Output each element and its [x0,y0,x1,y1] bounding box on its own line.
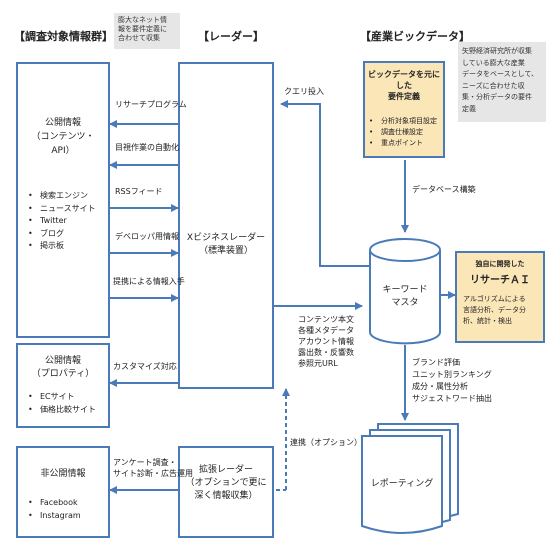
label-query: クエリ投入 [284,87,324,96]
content-label-line: コンテンツ本文 [298,315,354,324]
list-item: 重点ポイント [369,138,443,149]
list-item: 掲示板 [28,240,108,253]
top-note: 膨大なネット情 報を要件定義に 合わせて収集 [114,13,180,49]
right-note-line: 矢野経済研究所が収集 [462,47,532,55]
keyword-master-label: キーワード マスタ [370,284,440,310]
survey-line: アンケート調査・ [113,458,177,467]
public-content-list: 検索エンジン ニュースサイト Twitter ブログ 掲示板 [28,190,108,253]
requirements-list: 分析対象項目設定 調査仕様設定 重点ポイント [369,116,443,149]
right-note-line: データをベースとして、 [462,70,539,78]
right-note-line: している膨大な産業 [462,58,525,67]
public-property-title: 公開情報 [44,356,81,366]
private-info-list: Facebook Instagram [28,497,108,522]
public-content-box: 公開情報 （コンテンツ・ API） 検索エンジン ニュースサイト Twitter… [16,62,110,338]
list-item: 価格比較サイト [28,404,108,417]
radar-label: （標準装置） [198,246,253,256]
content-label-line: 露出数・反響数 [298,348,354,357]
private-info-box: 非公開情報 Facebook Instagram [16,446,110,538]
requirements-title: 要件定義 [388,92,420,101]
header-radar: 【レーダー】 [198,30,264,43]
header-industry-bigdata: 【産業ビックデータ】 [360,30,470,43]
content-label-line: 各種メタデータ [298,326,354,335]
label-rss: RSSフィード [115,187,163,196]
extended-radar-label: （オプションで更に [185,478,267,488]
extended-radar-box: 拡張レーダー （オプションで更に 深く情報収集） [178,446,274,538]
list-item: Twitter [28,215,108,228]
ai-title: リサーチＡＩ [470,275,530,286]
public-property-title: （プロパティ） [31,369,95,379]
right-note-line: ニーズに合わせた収 [462,81,525,90]
ai-subtitle: 独自に開発した [475,260,525,268]
content-labels: コンテンツ本文 各種メタデータ アカウント情報 露出数・反響数 参照元URL [298,314,354,369]
requirements-box: ビックデータを元にした 要件定義 分析対象項目設定 調査仕様設定 重点ポイント [363,61,445,158]
radar-label: Xビジネスレーダー [186,233,266,243]
top-note-line: 合わせて収集 [118,34,160,42]
reporting-document-stack [361,423,459,534]
ai-desc-line: 析、統計・検出 [463,317,512,325]
requirements-title: ビックデータを元にした [368,70,440,90]
list-item: ECサイト [28,391,108,404]
list-item: ニュースサイト [28,203,108,216]
public-property-box: 公開情報 （プロパティ） ECサイト 価格比較サイト [16,343,110,428]
list-item: 調査仕様設定 [369,127,443,138]
top-note-line: 報を要件定義に [118,25,167,33]
public-content-title: API） [51,146,75,156]
list-item: 分析対象項目設定 [369,116,443,127]
private-info-title: 非公開情報 [40,469,86,479]
public-content-title: （コンテンツ・ [31,132,95,142]
right-note: 矢野経済研究所が収集 している膨大な産業 データをベースとして、 ニーズに合わせ… [458,42,546,122]
keyword-master-line: マスタ [391,298,419,308]
label-partnership: 提携による情報入手 [113,277,185,286]
arrow-query [280,100,372,267]
label-option: 連携（オプション） [290,438,362,447]
public-property-list: ECサイト 価格比較サイト [28,391,108,416]
label-customize: カスタマイズ対応 [113,362,177,371]
header-target-info: 【調査対象情報群】 [14,30,113,43]
extended-radar-label: 深く情報収集） [194,491,258,501]
label-db-build: データベース構築 [412,185,476,194]
keyword-master-database [369,238,441,345]
right-note-line: 定義 [462,104,476,113]
survey-line: サイト診断・広告運用 [113,469,193,478]
radar-box: Xビジネスレーダー （標準装置） [178,62,274,389]
public-content-title: 公開情報 [44,118,81,128]
content-label-line: 参照元URL [298,359,338,368]
reporting-label: レポーティング [370,479,434,489]
ai-desc-line: アルゴリズムによる [463,295,526,303]
extended-radar-label: 拡張レーダー [198,465,253,475]
top-note-line: 膨大なネット情 [118,16,167,24]
label-developer: デベロッパ用情報 [115,232,179,241]
label-survey: アンケート調査・ サイト診断・広告運用 [113,457,193,479]
list-item: 検索エンジン [28,190,108,203]
list-item: Instagram [28,510,108,523]
label-automation: 目視作業の自動化 [115,143,179,152]
right-note-line: 集・分析データの要件 [462,93,532,101]
report-items: ブランド評価 ユニット別ランキング 成分・属性分析 サジェストワード抽出 [412,357,492,405]
content-label-line: アカウント情報 [298,337,354,346]
research-ai-box: 独自に開発した リサーチＡＩ アルゴリズムによる 言語分析、データ分 析、統計・… [455,251,545,343]
report-item: サジェストワード抽出 [412,394,492,403]
report-item: ブランド評価 [412,358,460,367]
report-item: ユニット別ランキング [412,370,492,379]
keyword-master-line: キーワード [382,285,428,295]
list-item: ブログ [28,228,108,241]
label-research-program: リサーチプログラム [115,100,187,109]
ai-desc-line: 言語分析、データ分 [463,306,526,314]
report-item: 成分・属性分析 [412,382,468,391]
list-item: Facebook [28,497,108,510]
